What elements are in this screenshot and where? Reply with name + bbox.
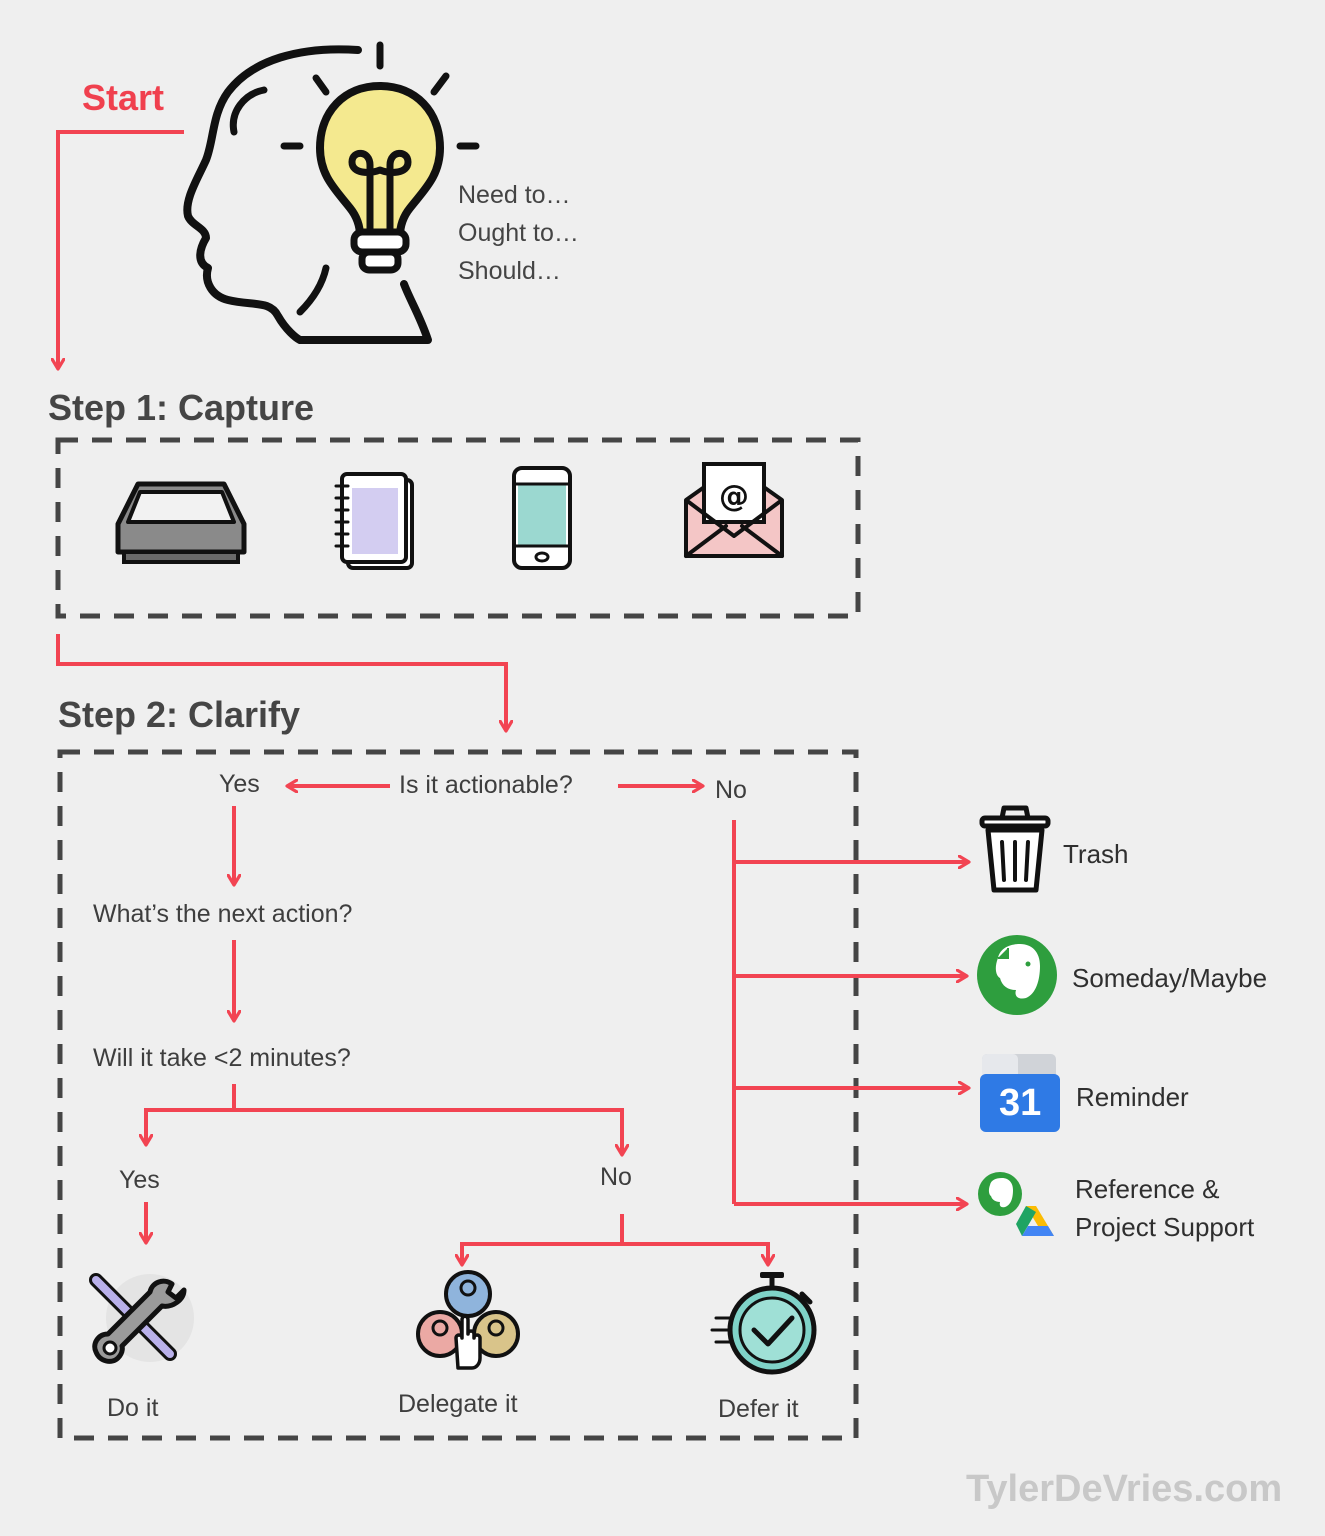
thought-should: Should… — [458, 257, 561, 285]
next-action-question: What’s the next action? — [93, 900, 353, 928]
someday-maybe-label: Someday/Maybe — [1072, 963, 1268, 993]
calendar-number: 31 — [999, 1082, 1042, 1124]
no2-label: No — [600, 1163, 632, 1191]
no2-branch — [460, 1242, 770, 1262]
reference-line1: Reference & — [1075, 1174, 1220, 1204]
defer-it-label: Defer it — [718, 1395, 799, 1423]
capture-to-clarify-arrow — [56, 634, 506, 730]
thought-list: Need to… Ought to… Should… — [458, 176, 579, 290]
step1-title: Step 1: Capture — [48, 387, 315, 428]
thought-need-to: Need to… — [458, 181, 571, 209]
no-label: No — [715, 776, 747, 804]
start-arrow — [58, 130, 184, 368]
capture-box — [55, 437, 861, 619]
yes-label: Yes — [219, 770, 260, 798]
inbox-tray-icon — [115, 481, 247, 564]
notebook-icon — [334, 472, 414, 570]
wrench-screwdriver-icon — [89, 1273, 194, 1364]
yes2-label: Yes — [119, 1166, 160, 1194]
reference-label: Reference & Project Support — [1075, 1170, 1254, 1246]
svg-text:@: @ — [719, 479, 749, 514]
do-it-label: Do it — [107, 1394, 159, 1422]
reference-line2: Project Support — [1075, 1212, 1255, 1242]
smartphone-icon — [512, 466, 572, 570]
thought-ought-to: Ought to… — [458, 219, 579, 247]
calendar-icon — [980, 1054, 1060, 1132]
two-minutes-question: Will it take <2 minutes? — [93, 1044, 351, 1072]
google-drive-icon — [1016, 1206, 1054, 1236]
clarify-box — [57, 749, 859, 1441]
two-minutes-branch — [144, 1108, 624, 1154]
trash-label: Trash — [1063, 839, 1129, 869]
evernote-small-icon — [978, 1172, 1022, 1216]
trash-can-icon — [979, 805, 1051, 893]
stopwatch-icon — [710, 1272, 817, 1375]
email-envelope-icon: @ — [684, 462, 784, 558]
thinking-head-icon — [183, 41, 480, 344]
step2-title: Step 2: Clarify — [58, 694, 301, 735]
start-label: Start — [82, 77, 165, 118]
delegate-it-label: Delegate it — [398, 1390, 518, 1418]
evernote-icon — [977, 935, 1057, 1015]
delegate-people-icon — [416, 1270, 520, 1370]
reminder-label: Reminder — [1076, 1082, 1189, 1112]
watermark: TylerDeVries.com — [966, 1468, 1283, 1510]
actionable-question: Is it actionable? — [399, 771, 573, 799]
